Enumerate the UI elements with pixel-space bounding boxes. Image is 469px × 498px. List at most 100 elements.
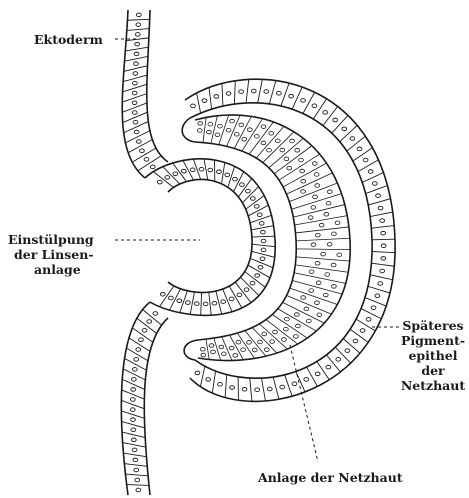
cell-nucleus (284, 327, 289, 331)
cell-nucleus (301, 179, 306, 183)
cell-nucleus (264, 348, 269, 352)
cell-boundary (123, 369, 145, 380)
cell-nucleus (219, 345, 224, 349)
cell-boundary (365, 298, 386, 306)
cell-nucleus (131, 438, 136, 442)
cell-nucleus (287, 166, 292, 170)
cell-boundary (201, 292, 202, 315)
cell-nucleus (312, 162, 317, 166)
cell-nucleus (357, 147, 362, 151)
cell-boundary (204, 159, 208, 180)
cell-nucleus (280, 148, 285, 152)
label-pigment-line4: der (398, 363, 468, 378)
cell-nucleus (173, 172, 178, 176)
cell-nucleus (195, 371, 200, 375)
cell-nucleus (323, 111, 328, 115)
cell-boundary (125, 56, 148, 61)
cell-nucleus (177, 299, 182, 303)
cell-nucleus (135, 33, 140, 37)
cell-boundary (273, 377, 279, 399)
label-linsen-line3-wrap: anlage (34, 262, 81, 277)
cell-nucleus (326, 201, 331, 205)
cell-nucleus (132, 101, 137, 105)
cell-nucleus (203, 302, 208, 306)
cell-nucleus (254, 135, 259, 139)
cell-nucleus (333, 118, 338, 122)
cell-nucleus (132, 368, 137, 372)
cell-boundary (193, 159, 200, 179)
cell-nucleus (144, 158, 149, 162)
cell-boundary (296, 257, 350, 261)
cell-nucleus (294, 313, 299, 317)
cell-nucleus (131, 378, 136, 382)
cell-boundary (245, 331, 266, 357)
cell-nucleus (217, 382, 222, 386)
cell-boundary (287, 295, 332, 314)
cell-nucleus (372, 182, 377, 186)
cell-nucleus (267, 387, 272, 391)
cell-boundary (237, 333, 254, 358)
cell-boundary (296, 238, 350, 241)
label-linsen-line3: anlage (34, 262, 81, 277)
cell-nucleus (321, 252, 326, 256)
cell-boundary (296, 249, 350, 250)
cell-nucleus (285, 317, 290, 321)
cell-boundary (272, 314, 307, 338)
cell-boundary (281, 83, 289, 106)
cell-nucleus (226, 92, 231, 96)
cell-nucleus (269, 131, 274, 135)
cell-nucleus (323, 293, 328, 297)
cell-boundary (295, 227, 348, 233)
cell-boundary (234, 81, 235, 104)
cell-nucleus (311, 243, 316, 247)
cell-boundary (122, 422, 145, 428)
cell-nucleus (194, 302, 199, 306)
cell-nucleus (242, 137, 247, 141)
cell-nucleus (261, 248, 266, 252)
cell-nucleus (315, 233, 320, 237)
cell-nucleus (208, 168, 213, 172)
cell-nucleus (211, 350, 216, 354)
cell-nucleus (314, 173, 319, 177)
label-pigment-line1: Späteres (398, 318, 468, 333)
cell-boundary (307, 367, 318, 386)
cell-nucleus (157, 180, 162, 184)
cell-boundary (370, 275, 393, 280)
cell-boundary (371, 263, 394, 266)
cell-nucleus (378, 282, 383, 286)
cell-boundary (252, 244, 275, 247)
cell-boundary (371, 226, 394, 229)
ektoderm-lower-layer (121, 302, 168, 495)
cell-boundary (122, 432, 145, 437)
cell-nucleus (262, 332, 267, 336)
cell-nucleus (165, 176, 170, 180)
cell-nucleus (280, 385, 285, 389)
cell-nucleus (325, 273, 330, 277)
cell-boundary (212, 371, 215, 393)
cell-nucleus (381, 231, 386, 235)
cell-boundary (209, 292, 211, 315)
cell-nucleus (209, 344, 214, 348)
cell-boundary (269, 138, 303, 167)
cell-nucleus (136, 13, 141, 17)
cell-nucleus (136, 488, 141, 492)
cell-nucleus (252, 348, 257, 352)
cell-nucleus (295, 148, 300, 152)
cell-boundary (211, 116, 217, 144)
cell-nucleus (246, 189, 251, 193)
cell-nucleus (237, 293, 242, 297)
cell-boundary (303, 92, 315, 113)
cell-nucleus (313, 195, 318, 199)
cell-nucleus (309, 270, 314, 274)
cell-boundary (287, 173, 333, 194)
cell-nucleus (239, 90, 244, 94)
cell-nucleus (150, 165, 155, 169)
cell-nucleus (366, 318, 371, 322)
cell-nucleus (292, 382, 297, 386)
cell-nucleus (312, 104, 317, 108)
cell-boundary (190, 292, 194, 314)
cell-nucleus (132, 448, 137, 452)
cell-boundary (259, 324, 287, 349)
cell-nucleus (233, 177, 238, 181)
cell-boundary (313, 99, 326, 119)
